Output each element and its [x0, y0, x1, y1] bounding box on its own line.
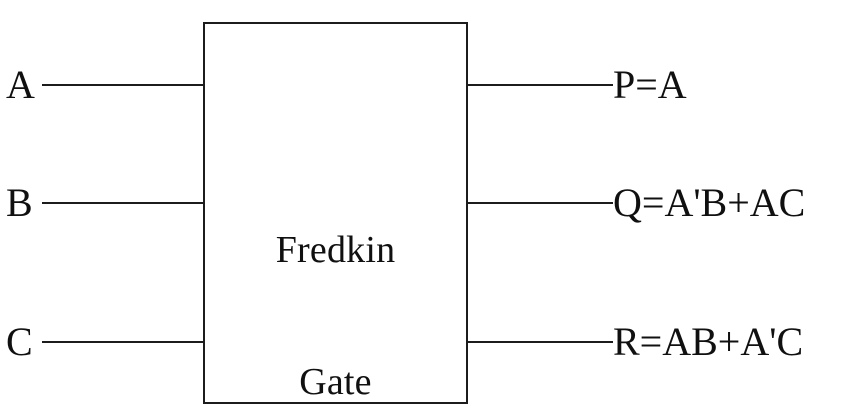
output-label-r: R=AB+A'C: [613, 319, 804, 364]
input-wire-a: [42, 84, 204, 86]
output-label-q: Q=A'B+AC: [613, 180, 806, 225]
gate-label-line-2: Gate: [299, 361, 372, 403]
output-wire-p: [466, 84, 613, 86]
gate-block-rectangle: [203, 22, 468, 404]
output-wire-r: [466, 341, 613, 343]
gate-label-line-1: Fredkin: [275, 229, 396, 271]
input-wire-b: [42, 202, 204, 204]
input-label-b: B: [6, 180, 33, 225]
input-wire-c: [42, 341, 204, 343]
input-label-c: C: [6, 319, 33, 364]
output-label-p: P=A: [613, 62, 687, 107]
gate-block-label: Fredkin Gate: [203, 140, 468, 417]
output-wire-q: [466, 202, 613, 204]
input-label-a: A: [6, 62, 35, 107]
